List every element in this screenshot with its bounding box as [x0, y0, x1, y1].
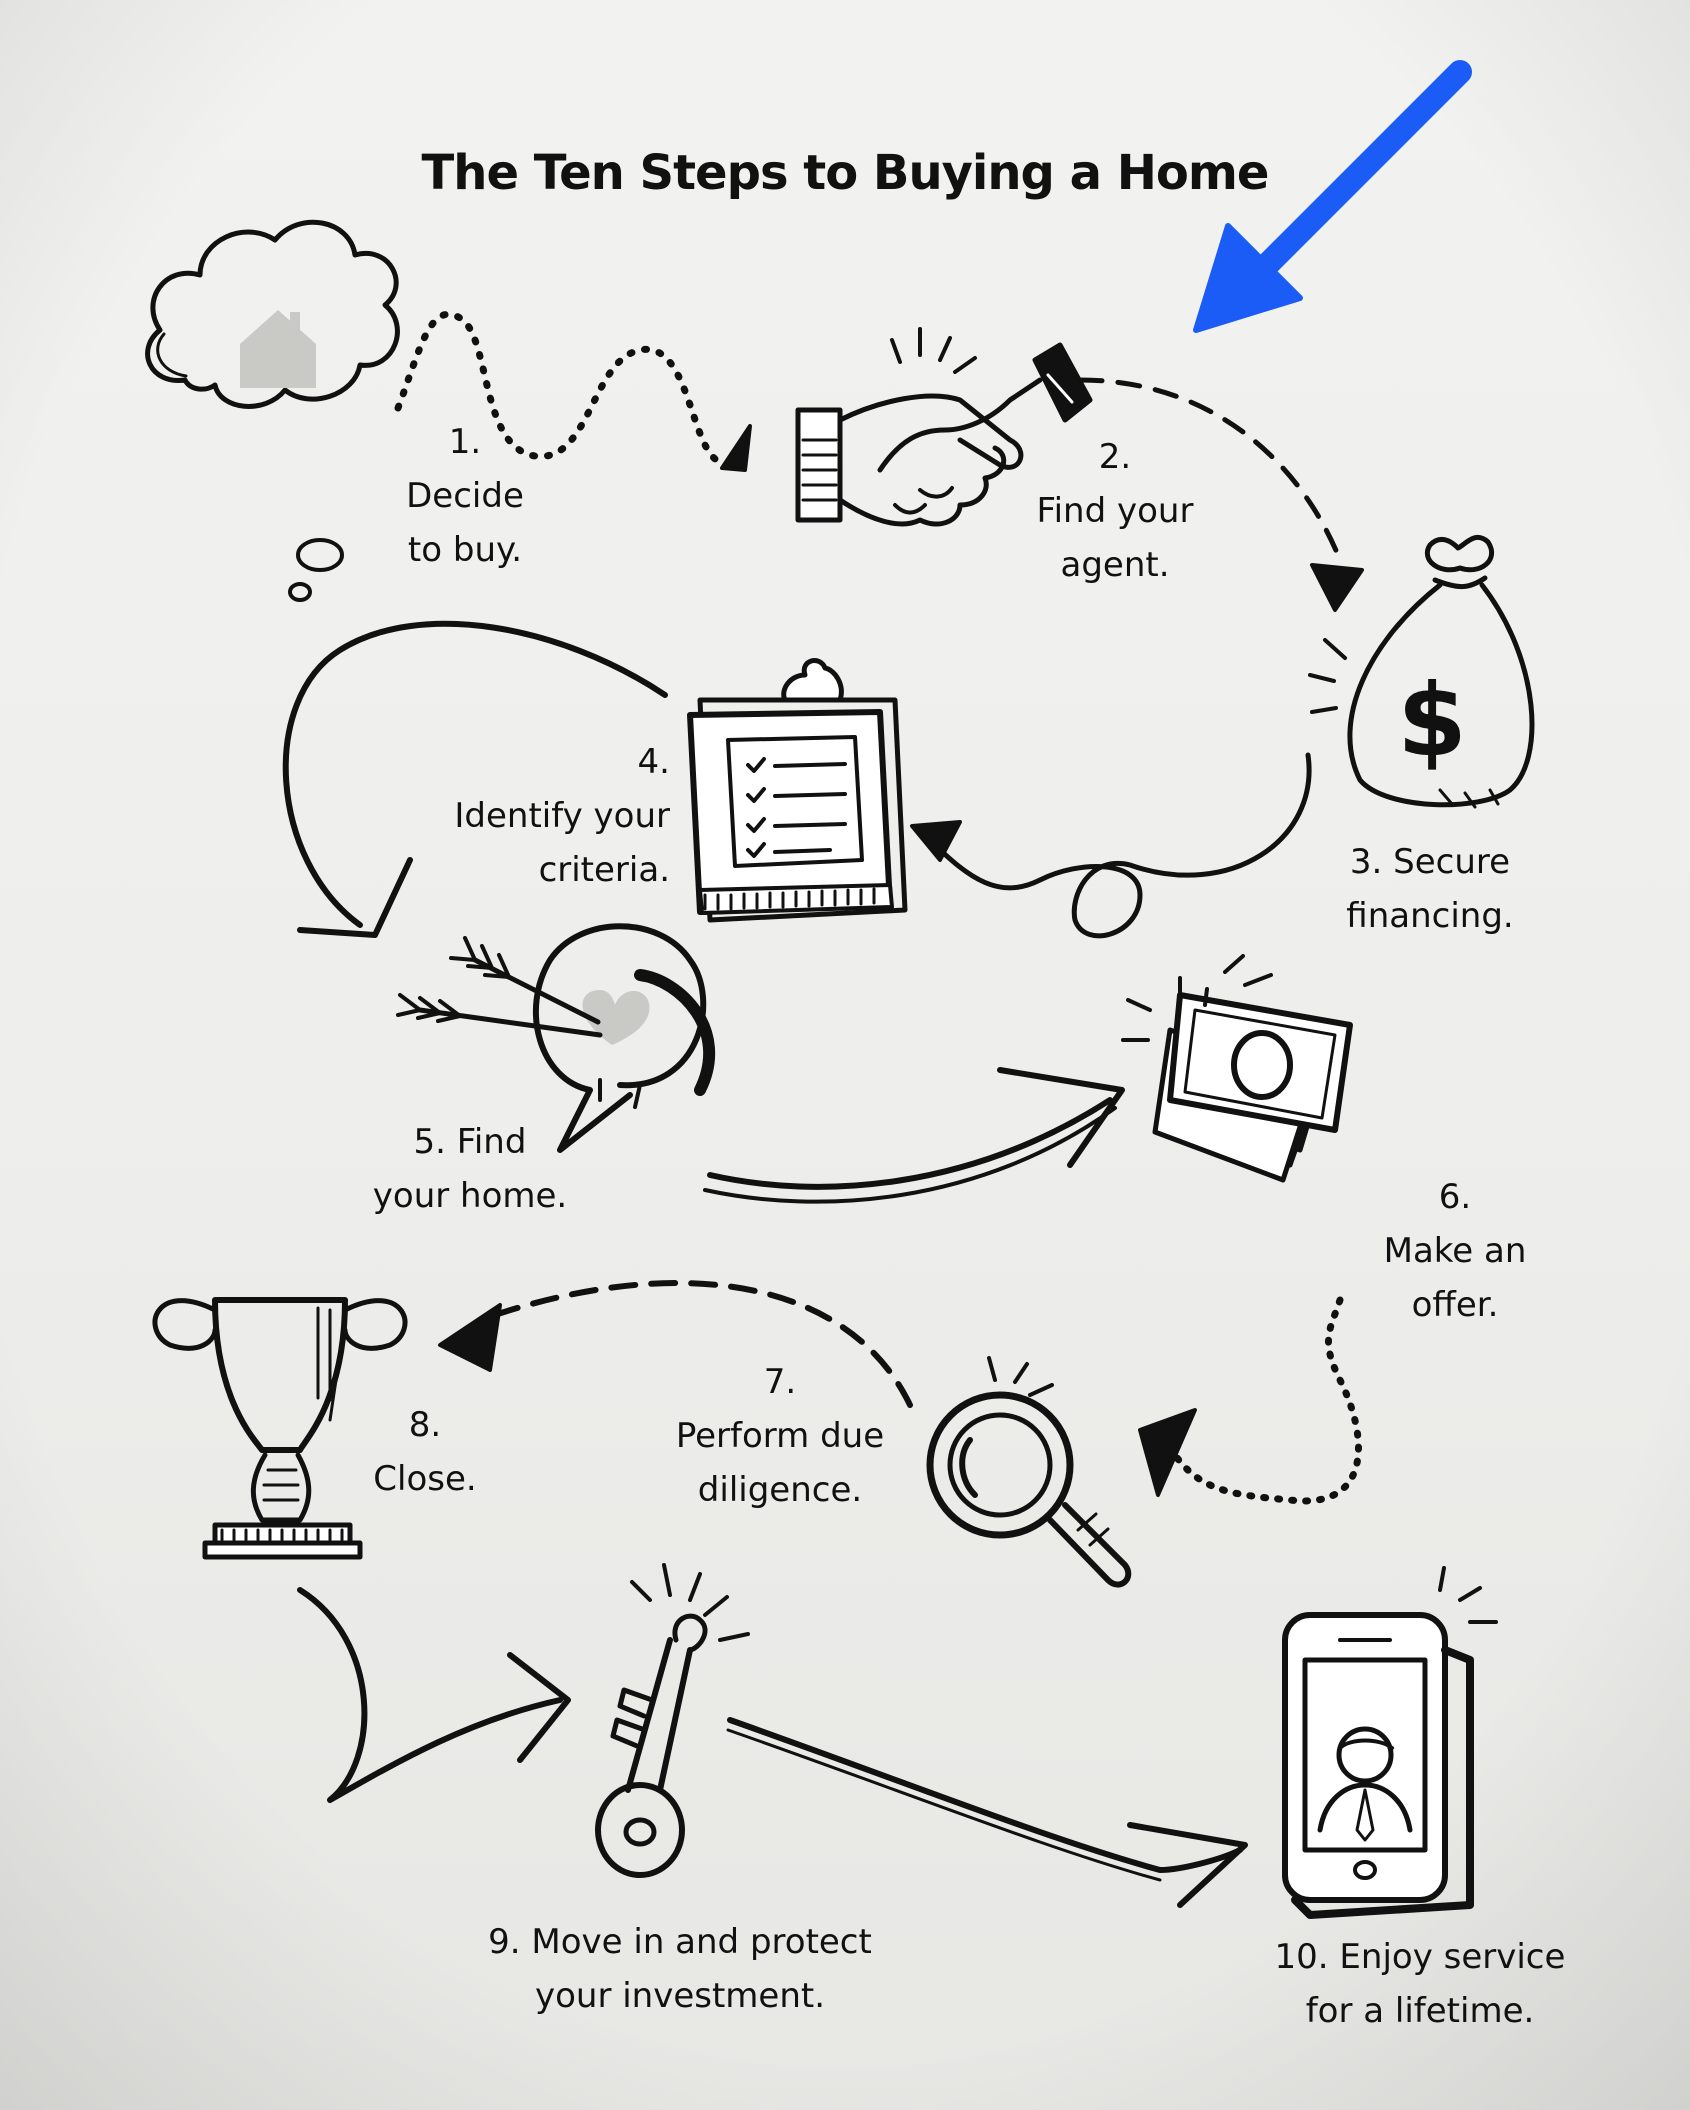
- step-1-line-1: Decide: [406, 476, 524, 516]
- step-7-label: 7. Perform due diligence.: [660, 1355, 900, 1517]
- arrowhead-4: [910, 820, 962, 862]
- step-10-label: 10. Enjoy service for a lifetime.: [1245, 1930, 1595, 2038]
- step-5-line-1: 5. Find: [413, 1122, 527, 1162]
- trophy-icon: [152, 1297, 408, 1560]
- cash-stack-icon: [1121, 954, 1353, 1183]
- handshake-icon: [795, 327, 1093, 527]
- step-2-label: 2. Find your agent.: [1010, 430, 1220, 592]
- step-7-line-1: Perform due: [675, 1416, 885, 1456]
- step-1-line-2: to buy.: [407, 530, 523, 570]
- step-10-line-1: 10. Enjoy service: [1274, 1937, 1566, 1977]
- arrowhead-7: [1138, 1408, 1197, 1497]
- arrow-3-to-4: [927, 752, 1312, 939]
- step-2-line-1: Find your: [1036, 491, 1194, 531]
- arrowhead-2: [720, 424, 752, 472]
- step-3-line-2: financing.: [1346, 896, 1514, 936]
- heart-speech-bubble-arrows-icon: [396, 923, 716, 1153]
- step-3-line-1: 3. Secure: [1349, 842, 1511, 882]
- step-8-label: 8. Close.: [360, 1398, 490, 1506]
- thought-cloud-house-icon: [145, 219, 400, 602]
- magnifying-glass-icon: [926, 1356, 1132, 1588]
- arrow-7-to-8: [477, 1280, 913, 1408]
- step-10-line-2: for a lifetime.: [1305, 1991, 1535, 2031]
- step-6-number: 6.: [1438, 1177, 1472, 1217]
- key-icon: [595, 1563, 750, 1878]
- step-7-number: 7.: [763, 1362, 797, 1402]
- step-6-line-2: offer.: [1411, 1285, 1499, 1325]
- arrow-5-to-6: [707, 1097, 1113, 1190]
- step-4-number: 4.: [637, 742, 670, 782]
- money-bag-icon: $: [1308, 534, 1535, 809]
- step-6-label: 6. Make an offer.: [1355, 1170, 1555, 1332]
- diagram-title: The Ten Steps to Buying a Home: [421, 145, 1270, 201]
- arrowhead-3: [1310, 563, 1364, 612]
- step-9-line-1: 9. Move in and protect: [488, 1922, 872, 1962]
- step-1-label: 1. Decide to buy.: [395, 415, 535, 577]
- step-3-label: 3. Secure financing.: [1325, 835, 1535, 943]
- arrowhead-8: [438, 1303, 502, 1372]
- step-5-line-2: your home.: [372, 1176, 568, 1216]
- arrow-1-to-2: [394, 310, 724, 466]
- step-1-number: 1.: [448, 422, 482, 462]
- step-2-number: 2.: [1098, 437, 1132, 477]
- arrow-6-to-7: [1171, 1296, 1362, 1505]
- step-9-label: 9. Move in and protect your investment.: [470, 1915, 890, 2023]
- arrow-2-to-3: [1077, 377, 1343, 563]
- smartphone-agent-icon: [1282, 1566, 1498, 1919]
- step-4-label: 4. Identify your criteria.: [420, 735, 670, 897]
- clipboard-checklist-icon: [687, 658, 908, 923]
- step-5-label: 5. Find your home.: [365, 1115, 575, 1223]
- arrow-4-to-5: [282, 620, 668, 928]
- step-7-line-2: diligence.: [697, 1470, 863, 1510]
- step-4-line-1: Identify your: [454, 796, 670, 836]
- step-8-line-1: Close.: [373, 1459, 477, 1499]
- step-9-line-2: your investment.: [534, 1976, 826, 2016]
- step-6-line-1: Make an: [1383, 1231, 1527, 1271]
- step-8-number: 8.: [408, 1405, 442, 1445]
- blue-arrow-pointer-icon: [1193, 60, 1472, 333]
- step-2-line-2: agent.: [1060, 545, 1170, 585]
- arrow-9-to-10: [727, 1717, 1243, 1873]
- arrow-8-to-9: [297, 1587, 563, 1803]
- step-4-line-2: criteria.: [538, 850, 670, 890]
- svg-text:$: $: [1397, 662, 1467, 779]
